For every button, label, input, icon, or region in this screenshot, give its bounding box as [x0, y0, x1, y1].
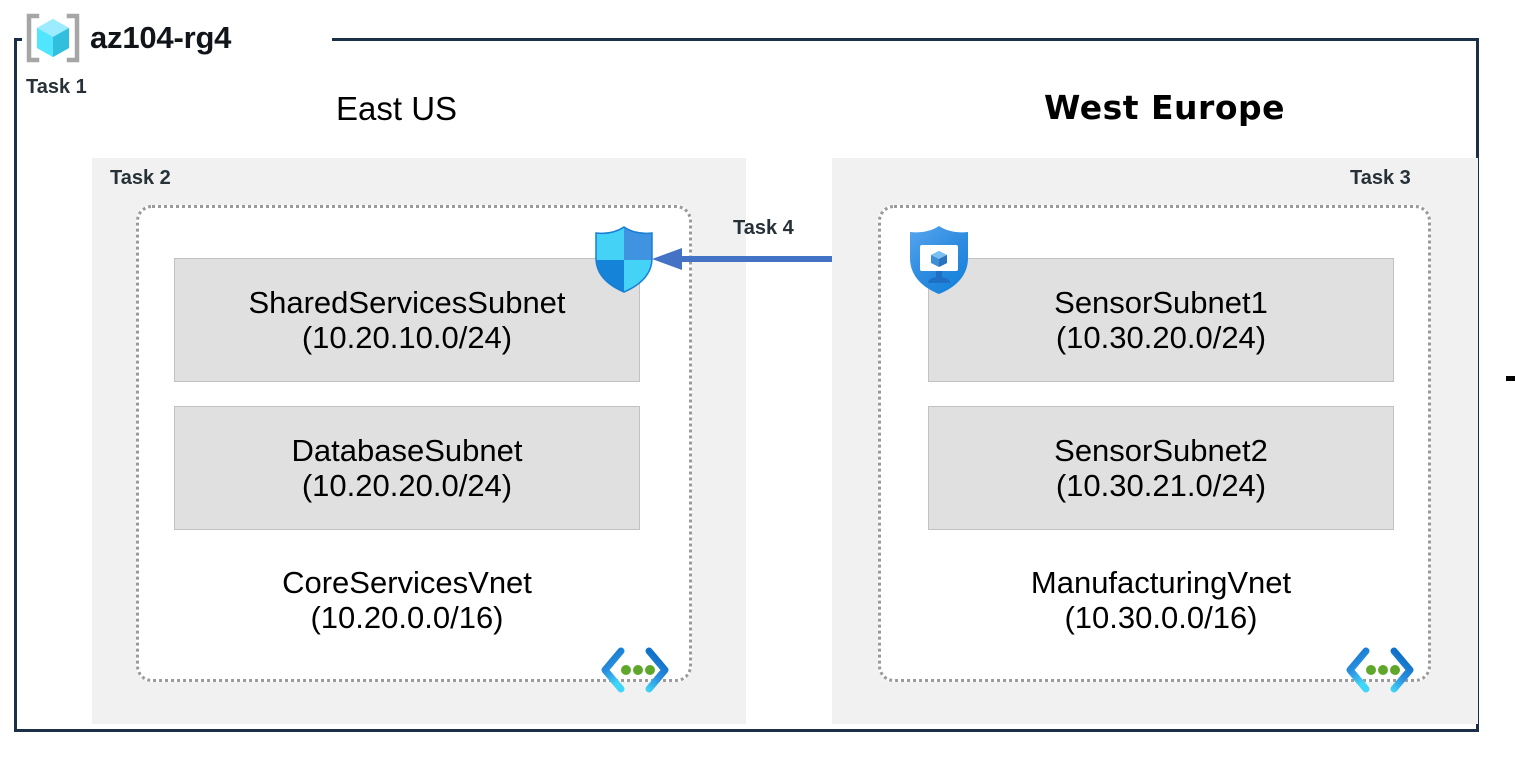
- subnet-sensorsubnet2: SensorSubnet2 (10.30.21.0/24): [928, 406, 1394, 530]
- subnet-cidr: (10.20.10.0/24): [301, 320, 513, 355]
- resource-group-title-gap: [22, 28, 332, 50]
- task-3-label: Task 3: [1350, 167, 1411, 189]
- vnet-name: CoreServicesVnet: [282, 565, 532, 600]
- task-1-label: Task 1: [26, 76, 87, 98]
- subnet-cidr: (10.30.20.0/24): [1055, 320, 1267, 355]
- subnet-name: SharedServicesSubnet: [248, 284, 566, 320]
- virtual-network-icon: [1345, 646, 1415, 694]
- subnet-sharedservicessubnet: SharedServicesSubnet (10.20.10.0/24): [174, 258, 640, 382]
- subnet-databasesubnet: DatabaseSubnet (10.20.20.0/24): [174, 406, 640, 530]
- resource-group-name: az104-rg4: [90, 20, 232, 55]
- vnet-caption-manufacturingvnet: ManufacturingVnet (10.30.0.0/16): [928, 565, 1394, 635]
- shield-quadrant-icon: [593, 226, 655, 293]
- vnet-cidr: (10.30.0.0/16): [1064, 600, 1258, 636]
- stray-mark: [1506, 376, 1515, 381]
- subnet-cidr: (10.20.20.0/24): [301, 468, 513, 503]
- subnet-name: SensorSubnet1: [1054, 284, 1268, 320]
- region-title-east-us: East US: [336, 90, 458, 127]
- task-2-label: Task 2: [110, 167, 171, 189]
- resource-group-header: az104-rg4: [24, 10, 231, 66]
- vnet-cidr: (10.20.0.0/16): [310, 600, 504, 636]
- subnet-cidr: (10.30.21.0/24): [1055, 468, 1267, 503]
- shield-monitor-icon: [906, 224, 972, 296]
- task-4-label: Task 4: [733, 217, 794, 239]
- vnet-name: ManufacturingVnet: [1030, 565, 1292, 600]
- subnet-sensorsubnet1: SensorSubnet1 (10.30.20.0/24): [928, 258, 1394, 382]
- subnet-name: SensorSubnet2: [1054, 432, 1268, 468]
- subnet-name: DatabaseSubnet: [291, 432, 523, 468]
- resource-group-cube-icon: [24, 12, 82, 64]
- virtual-network-icon: [600, 646, 670, 694]
- vnet-caption-coreservicesvnet: CoreServicesVnet (10.20.0.0/16): [174, 565, 640, 635]
- region-title-west-europe: West Europe: [1044, 88, 1285, 127]
